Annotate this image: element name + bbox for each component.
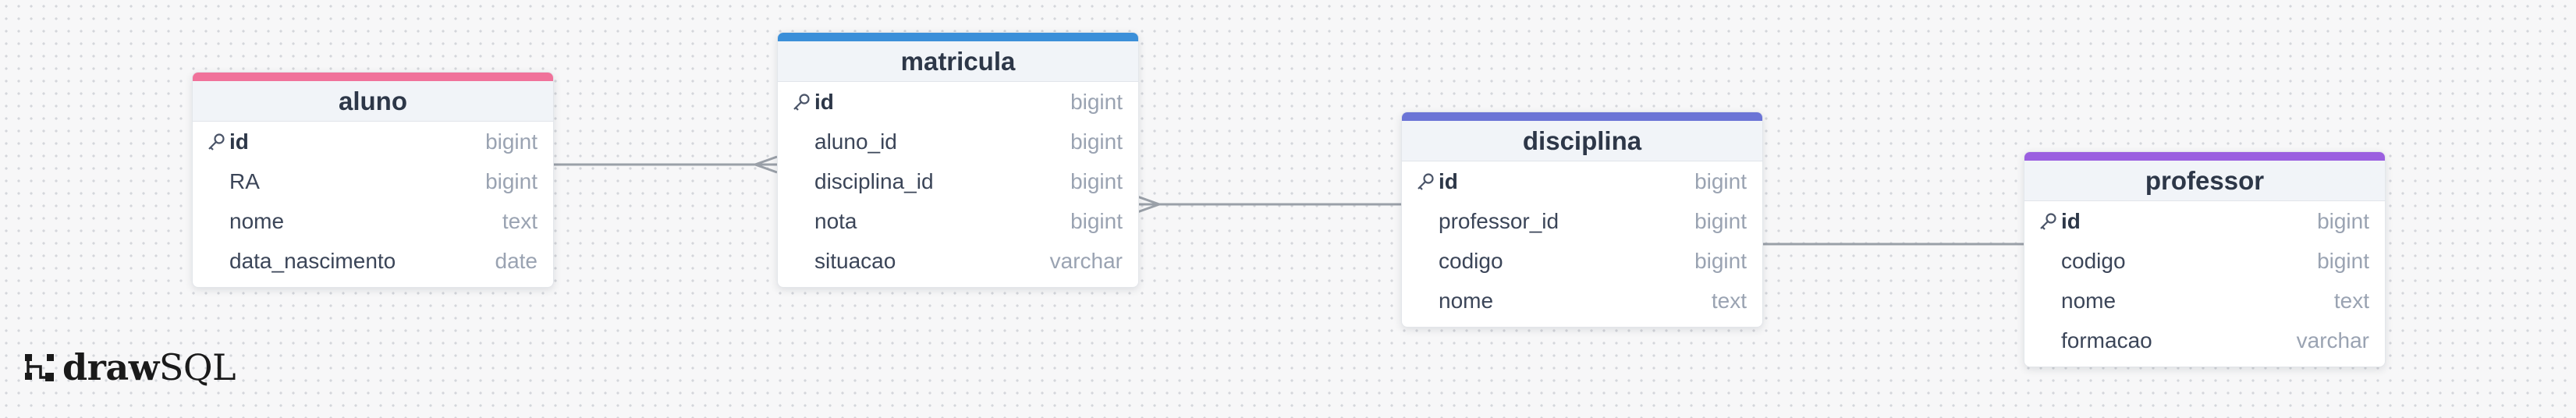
field-type: text [2333, 289, 2369, 313]
field-type: bigint [485, 169, 538, 193]
field-row-id[interactable]: id bigint [778, 82, 1138, 122]
drawsql-logo-icon [23, 351, 56, 384]
key-icon [207, 122, 227, 161]
field-name: codigo [2061, 249, 2126, 273]
field-type: bigint [1694, 209, 1747, 233]
field-name: professor_id [1439, 209, 1559, 233]
field-row-disciplina-id[interactable]: disciplina_id bigint [778, 161, 1138, 201]
field-name: id [229, 129, 249, 154]
field-type: varchar [1049, 249, 1123, 273]
field-row-id[interactable]: id bigint [1402, 161, 1762, 201]
field-name: RA [229, 169, 260, 193]
field-type: text [502, 209, 538, 233]
field-row-nota[interactable]: nota bigint [778, 201, 1138, 241]
field-row-id[interactable]: id bigint [2024, 201, 2385, 241]
table-accent [778, 33, 1138, 41]
field-type: varchar [2296, 328, 2369, 352]
field-name: nome [2061, 289, 2117, 313]
brand-light-text: SQL [158, 346, 236, 388]
field-type: date [495, 249, 538, 273]
relationship-aluno-matricula[interactable] [552, 155, 778, 174]
table-accent [2024, 152, 2385, 161]
key-icon [2038, 201, 2059, 241]
field-type: bigint [1694, 249, 1747, 273]
field-row-data-nascimento[interactable]: data_nascimento date [193, 241, 553, 281]
field-name: nota [814, 209, 857, 233]
field-type: bigint [485, 129, 538, 154]
key-icon [1416, 161, 1436, 201]
field-type: bigint [1694, 169, 1747, 193]
table-title[interactable]: matricula [778, 41, 1138, 82]
table-title[interactable]: disciplina [1402, 121, 1762, 161]
drawsql-wordmark: drawSQL [62, 346, 236, 388]
field-type: bigint [2317, 249, 2369, 273]
field-type: bigint [1070, 209, 1123, 233]
field-name: disciplina_id [814, 169, 934, 193]
field-name: id [1439, 169, 1458, 193]
field-row-codigo[interactable]: codigo bigint [1402, 241, 1762, 281]
field-type: bigint [1070, 90, 1123, 114]
field-type: bigint [1070, 129, 1123, 154]
field-row-nome[interactable]: nome text [2024, 281, 2385, 321]
field-name: id [2061, 209, 2081, 233]
table-professor[interactable]: professor id bigint codigo bigint nome t… [2024, 151, 2386, 367]
field-name: nome [229, 209, 285, 233]
field-type: text [1711, 289, 1747, 313]
table-title[interactable]: professor [2024, 161, 2385, 201]
field-row-situacao[interactable]: situacao varchar [778, 241, 1138, 281]
field-name: aluno_id [814, 129, 897, 154]
field-row-ra[interactable]: RA bigint [193, 161, 553, 201]
field-row-formacao[interactable]: formacao varchar [2024, 321, 2385, 360]
table-accent [1402, 112, 1762, 121]
field-row-nome[interactable]: nome text [193, 201, 553, 241]
field-name: formacao [2061, 328, 2152, 352]
field-row-id[interactable]: id bigint [193, 122, 553, 161]
key-icon [792, 82, 812, 122]
table-accent [193, 73, 553, 81]
brand-bold-text: draw [62, 346, 159, 388]
field-name: nome [1439, 289, 1494, 313]
field-row-professor-id[interactable]: professor_id bigint [1402, 201, 1762, 241]
field-name: codigo [1439, 249, 1503, 273]
field-type: bigint [2317, 209, 2369, 233]
field-name: data_nascimento [229, 249, 396, 273]
table-title[interactable]: aluno [193, 81, 553, 122]
field-type: bigint [1070, 169, 1123, 193]
table-matricula[interactable]: matricula id bigint aluno_id bigint disc… [777, 32, 1139, 288]
field-row-aluno-id[interactable]: aluno_id bigint [778, 122, 1138, 161]
field-name: situacao [814, 249, 896, 273]
relationship-disciplina-matricula[interactable] [1137, 195, 1401, 214]
field-name: id [814, 90, 834, 114]
field-row-nome[interactable]: nome text [1402, 281, 1762, 321]
table-aluno[interactable]: aluno id bigint RA bigint nome text data… [192, 72, 554, 288]
drawsql-brand[interactable]: drawSQL [23, 346, 236, 388]
table-disciplina[interactable]: disciplina id bigint professor_id bigint… [1401, 112, 1763, 328]
field-row-codigo[interactable]: codigo bigint [2024, 241, 2385, 281]
